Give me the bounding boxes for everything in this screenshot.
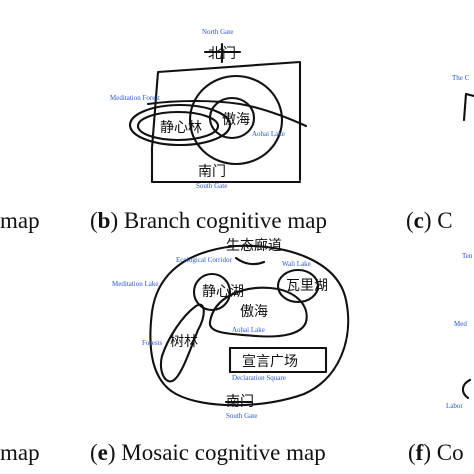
map-e-hand-wali: 瓦里湖 — [286, 278, 328, 294]
map-f-label-2: Med — [454, 320, 467, 328]
map-f-stroke — [463, 380, 470, 398]
map-e-hand-forest: 树林 — [170, 334, 198, 350]
map-f-label-1: Ten — [462, 252, 473, 260]
map-b-south-gate-label: South Gate — [196, 182, 227, 190]
panel-e-mosaic-map: Ecological Corridor Wali Lake Meditation… — [112, 237, 348, 420]
map-e-declaration-square-label: Declaration Square — [232, 374, 286, 382]
map-e-south-gate-label: South Gate — [226, 412, 257, 420]
caption-a: map — [0, 208, 40, 233]
panel-b-branch-map: North Gate Meditation Forest Aohai Lake … — [110, 28, 306, 190]
map-e-hand-lake: 傲海 — [240, 304, 268, 320]
map-e-forests-label: Forests — [142, 339, 163, 347]
map-c-top-label: The C — [452, 74, 470, 82]
map-e-meditation-lake-label: Meditation Lake — [112, 280, 158, 288]
panel-c-partial: The C — [452, 74, 474, 120]
map-b-north-gate-label: North Gate — [202, 28, 233, 36]
panel-f-partial: Ten Med Labor — [446, 252, 473, 410]
map-b-aohai-lake-label: Aohai Lake — [252, 130, 285, 138]
map-e-corridor — [236, 258, 264, 264]
map-b-hand-north: 北门 — [208, 46, 236, 62]
map-e-wali-lake-label: Wali Lake — [282, 260, 311, 268]
map-b-meditation-forest-label: Meditation Forest — [110, 94, 160, 102]
map-e-aohai-lake-label: Aohai Lake — [232, 326, 265, 334]
caption-f: (f) Co — [408, 440, 464, 465]
caption-d: map — [0, 440, 40, 465]
map-e-hand-top: 生态廊道 — [226, 237, 282, 254]
map-e-hand-medlake: 静心湖 — [202, 284, 244, 300]
map-e-ecological-corridor-label: Ecological Corridor — [176, 256, 232, 264]
map-e-hand-south: 南门 — [226, 394, 254, 410]
caption-b: (b) Branch cognitive map — [90, 208, 327, 233]
caption-c: (c) C — [406, 208, 453, 233]
map-b-hand-lake: 傲海 — [222, 112, 250, 128]
map-e-hand-square: 宣言广场 — [242, 354, 298, 370]
map-c-stroke — [464, 94, 474, 120]
map-f-label-3: Labor — [446, 402, 463, 410]
caption-e: (e) Mosaic cognitive map — [90, 440, 326, 465]
map-b-hand-forest: 静心林 — [160, 120, 202, 136]
map-b-hand-south: 南门 — [198, 164, 226, 180]
